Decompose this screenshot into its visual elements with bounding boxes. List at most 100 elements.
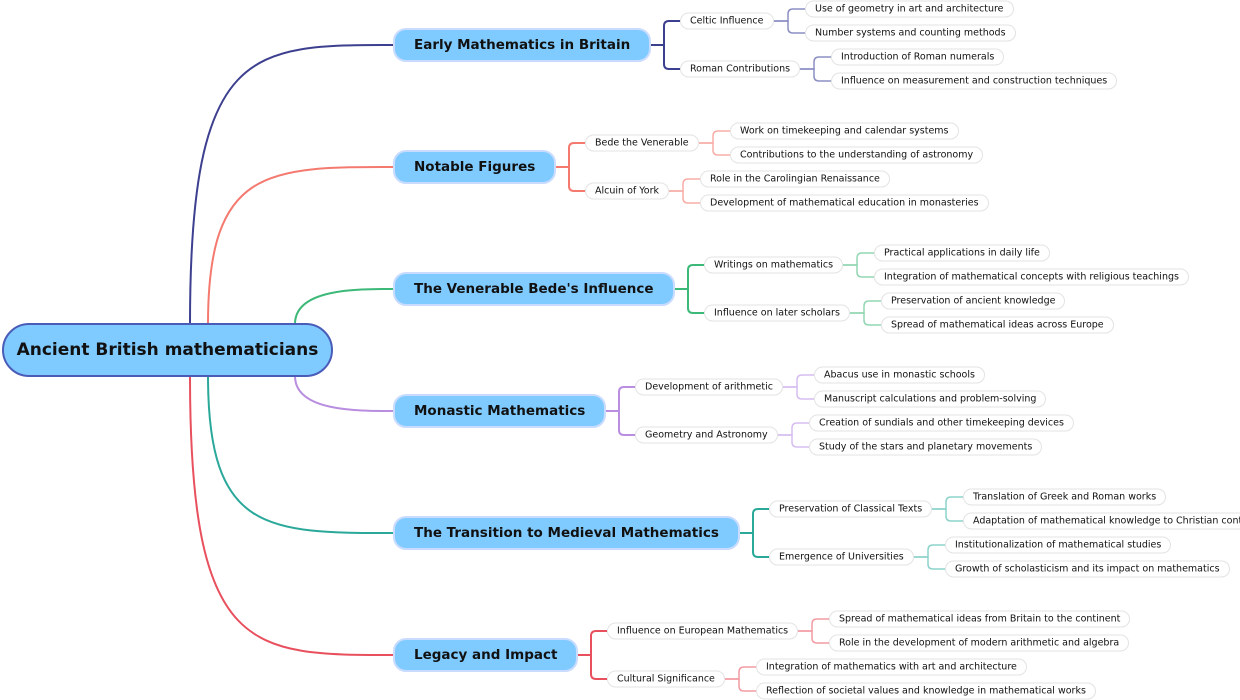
root-connector xyxy=(189,375,394,656)
branch-connector xyxy=(578,654,607,680)
main-topic[interactable]: Early Mathematics in Britain xyxy=(393,28,652,62)
leaf-topic-label: Development of mathematical education in… xyxy=(710,197,979,209)
leaf-topic[interactable]: Translation of Greek and Roman works xyxy=(963,488,1167,506)
subtopic[interactable]: Writings on mathematics xyxy=(704,256,844,274)
root-topic-label: Ancient British mathematicians xyxy=(16,340,319,360)
leaf-topic[interactable]: Number systems and counting methods xyxy=(805,24,1016,42)
subtopic[interactable]: Influence on later scholars xyxy=(704,304,850,322)
leaf-connector xyxy=(774,20,805,34)
leaf-connector xyxy=(725,666,756,680)
root-connector xyxy=(207,375,394,534)
subtopic[interactable]: Geometry and Astronomy xyxy=(635,426,778,444)
leaf-connector xyxy=(850,300,881,314)
main-topic-label: The Transition to Medieval Mathematics xyxy=(414,525,719,541)
subtopic[interactable]: Bede the Venerable xyxy=(585,134,699,152)
leaf-topic[interactable]: Abacus use in monastic schools xyxy=(814,366,985,384)
leaf-topic[interactable]: Reflection of societal values and knowle… xyxy=(756,682,1096,700)
main-topic-label: Early Mathematics in Britain xyxy=(414,37,631,53)
main-topic[interactable]: Notable Figures xyxy=(393,150,557,184)
subtopic-label: Cultural Significance xyxy=(617,673,715,685)
leaf-connector xyxy=(850,312,881,326)
subtopic[interactable]: Preservation of Classical Texts xyxy=(769,500,933,518)
leaf-topic[interactable]: Contributions to the understanding of as… xyxy=(730,146,984,164)
main-topic[interactable]: Legacy and Impact xyxy=(393,638,579,672)
leaf-connector xyxy=(669,178,700,192)
leaf-topic-label: Influence on measurement and constructio… xyxy=(841,75,1108,87)
subtopic-label: Writings on mathematics xyxy=(714,259,834,271)
leaf-topic-label: Spread of mathematical ideas from Britai… xyxy=(839,613,1121,625)
leaf-topic[interactable]: Introduction of Roman numerals xyxy=(831,48,1005,66)
leaf-topic[interactable]: Creation of sundials and other timekeepi… xyxy=(809,414,1074,432)
leaf-topic-label: Integration of mathematical concepts wit… xyxy=(884,271,1179,283)
branch-connector xyxy=(740,508,769,534)
root-connector xyxy=(294,375,394,412)
leaf-topic[interactable]: Development of mathematical education in… xyxy=(700,194,989,212)
leaf-topic[interactable]: Spread of mathematical ideas from Britai… xyxy=(829,610,1131,628)
leaf-topic-label: Introduction of Roman numerals xyxy=(841,51,995,63)
leaf-topic-label: Reflection of societal values and knowle… xyxy=(766,685,1086,697)
leaf-connector xyxy=(725,678,756,692)
root-connector xyxy=(207,166,394,325)
subtopic[interactable]: Emergence of Universities xyxy=(769,548,914,566)
leaf-topic[interactable]: Role in the development of modern arithm… xyxy=(829,634,1130,652)
leaf-topic-label: Study of the stars and planetary movemen… xyxy=(819,441,1033,453)
leaf-topic-label: Abacus use in monastic schools xyxy=(824,369,975,381)
branch-connector xyxy=(675,288,704,314)
leaf-topic[interactable]: Manuscript calculations and problem-solv… xyxy=(814,390,1047,408)
subtopic[interactable]: Development of arithmetic xyxy=(635,378,783,396)
subtopic-label: Bede the Venerable xyxy=(595,137,689,149)
leaf-topic-label: Contributions to the understanding of as… xyxy=(740,149,974,161)
leaf-topic[interactable]: Institutionalization of mathematical stu… xyxy=(945,536,1172,554)
subtopic-label: Emergence of Universities xyxy=(779,551,904,563)
branch-connector xyxy=(651,20,680,46)
leaf-topic-label: Manuscript calculations and problem-solv… xyxy=(824,393,1037,405)
leaf-topic[interactable]: Growth of scholasticism and its impact o… xyxy=(945,560,1230,578)
subtopic-label: Development of arithmetic xyxy=(645,381,773,393)
subtopic[interactable]: Alcuin of York xyxy=(585,182,669,200)
root-topic[interactable]: Ancient British mathematicians xyxy=(2,323,333,377)
leaf-connector xyxy=(778,422,809,436)
leaf-topic[interactable]: Study of the stars and planetary movemen… xyxy=(809,438,1043,456)
leaf-connector xyxy=(783,386,814,400)
leaf-topic[interactable]: Adaptation of mathematical knowledge to … xyxy=(963,512,1240,530)
leaf-topic[interactable]: Work on timekeeping and calendar systems xyxy=(730,122,959,140)
leaf-topic-label: Growth of scholasticism and its impact o… xyxy=(955,563,1220,575)
subtopic[interactable]: Influence on European Mathematics xyxy=(607,622,799,640)
leaf-topic[interactable]: Role in the Carolingian Renaissance xyxy=(700,170,890,188)
branch-connector xyxy=(675,264,704,290)
leaf-connector xyxy=(800,56,831,70)
subtopic-label: Influence on later scholars xyxy=(714,307,840,319)
subtopic-label: Geometry and Astronomy xyxy=(645,429,768,441)
main-topic[interactable]: The Transition to Medieval Mathematics xyxy=(393,516,740,550)
leaf-topic[interactable]: Spread of mathematical ideas across Euro… xyxy=(881,316,1114,334)
main-topic[interactable]: The Venerable Bede's Influence xyxy=(393,272,675,306)
leaf-topic[interactable]: Influence on measurement and constructio… xyxy=(831,72,1118,90)
leaf-topic[interactable]: Use of geometry in art and architecture xyxy=(805,0,1014,18)
subtopic[interactable]: Celtic Influence xyxy=(680,12,774,30)
leaf-topic[interactable]: Practical applications in daily life xyxy=(874,244,1050,262)
leaf-topic-label: Role in the development of modern arithm… xyxy=(839,637,1120,649)
leaf-topic[interactable]: Integration of mathematics with art and … xyxy=(756,658,1027,676)
leaf-connector xyxy=(774,8,805,22)
leaf-connector xyxy=(800,68,831,82)
leaf-connector xyxy=(932,496,963,510)
leaf-connector xyxy=(699,142,730,156)
subtopic[interactable]: Cultural Significance xyxy=(607,670,725,688)
subtopic-label: Influence on European Mathematics xyxy=(617,625,789,637)
subtopic[interactable]: Roman Contributions xyxy=(680,60,801,78)
leaf-topic-label: Spread of mathematical ideas across Euro… xyxy=(891,319,1104,331)
branch-connector xyxy=(556,142,585,168)
subtopic-label: Roman Contributions xyxy=(690,63,791,75)
branch-connector xyxy=(606,410,635,436)
main-topic[interactable]: Monastic Mathematics xyxy=(393,394,607,428)
subtopic-label: Celtic Influence xyxy=(690,15,764,27)
leaf-topic-label: Adaptation of mathematical knowledge to … xyxy=(973,515,1240,527)
leaf-connector xyxy=(783,374,814,388)
branch-connector xyxy=(651,44,680,70)
leaf-topic[interactable]: Integration of mathematical concepts wit… xyxy=(874,268,1189,286)
leaf-topic-label: Creation of sundials and other timekeepi… xyxy=(819,417,1064,429)
leaf-topic-label: Role in the Carolingian Renaissance xyxy=(710,173,880,185)
leaf-connector xyxy=(699,130,730,144)
leaf-topic[interactable]: Preservation of ancient knowledge xyxy=(881,292,1066,310)
